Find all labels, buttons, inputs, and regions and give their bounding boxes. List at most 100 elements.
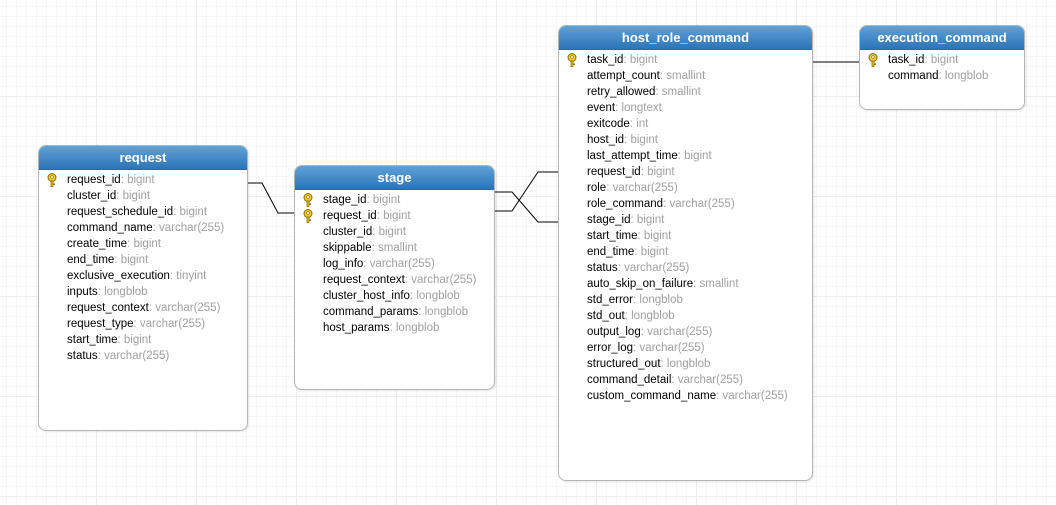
field-row[interactable]: stage_id: bigint [295, 192, 494, 208]
field-type: : bigint [116, 190, 151, 202]
field-row[interactable]: retry_allowed: smallint [559, 84, 812, 100]
field-name: structured_out [587, 358, 661, 370]
entity-title: host_role_command [559, 26, 812, 50]
field-type: : longblob [624, 310, 675, 322]
field-row[interactable]: task_id: bigint [559, 52, 812, 68]
field-type: : tinyint [169, 270, 207, 282]
field-row[interactable]: request_id: bigint [39, 172, 247, 188]
field-row[interactable]: host_params: longblob [295, 320, 494, 336]
field-row[interactable]: error_log: varchar(255) [559, 340, 812, 356]
field-row[interactable]: std_out: longblob [559, 308, 812, 324]
field-row[interactable]: request_id: bigint [295, 208, 494, 224]
field-type: : varchar(255) [152, 222, 225, 234]
field-row[interactable]: request_id: bigint [559, 164, 812, 180]
field-type: : longblob [409, 290, 460, 302]
field-row[interactable]: stage_id: bigint [559, 212, 812, 228]
field-type: : varchar(255) [148, 302, 221, 314]
field-name: status [67, 350, 98, 362]
field-row[interactable]: attempt_count: smallint [559, 68, 812, 84]
field-row[interactable]: skippable: smallint [295, 240, 494, 256]
field-type: : int [629, 118, 649, 130]
field-row[interactable]: last_attempt_time: bigint [559, 148, 812, 164]
field-row[interactable]: command: longblob [860, 68, 1024, 84]
field-row[interactable]: command_detail: varchar(255) [559, 372, 812, 388]
relation-stage-host-role-command-1 [493, 191, 559, 223]
field-row[interactable]: start_time: bigint [39, 332, 247, 348]
field-name: request_id [587, 166, 641, 178]
field-name: request_type [67, 318, 134, 330]
field-row[interactable]: cluster_id: bigint [39, 188, 247, 204]
field-row[interactable]: request_context: varchar(255) [39, 300, 247, 316]
field-row[interactable]: end_time: bigint [39, 252, 247, 268]
primary-key-icon [867, 53, 879, 67]
field-row[interactable]: log_info: varchar(255) [295, 256, 494, 272]
field-type: : varchar(255) [363, 258, 435, 270]
field-type: : bigint [117, 334, 152, 346]
field-type: : bigint [372, 226, 407, 238]
field-row[interactable]: output_log: varchar(255) [559, 324, 812, 340]
field-row[interactable]: exitcode: int [559, 116, 812, 132]
field-name: command_name [67, 222, 153, 234]
field-type: : bigint [173, 206, 208, 218]
field-type: : bigint [634, 246, 669, 258]
field-row[interactable]: task_id: bigint [860, 52, 1024, 68]
field-row[interactable]: host_id: bigint [559, 132, 812, 148]
field-name: task_id [888, 54, 925, 66]
field-row[interactable]: start_time: bigint [559, 228, 812, 244]
field-type: : smallint [655, 86, 701, 98]
field-name: retry_allowed [587, 86, 656, 98]
field-row[interactable]: command_name: varchar(255) [39, 220, 247, 236]
field-type: : varchar(255) [404, 274, 477, 286]
field-row[interactable]: role_command: varchar(255) [559, 196, 812, 212]
field-name: create_time [67, 238, 128, 250]
field-row[interactable]: request_type: varchar(255) [39, 316, 247, 332]
field-name: request_schedule_id [67, 206, 174, 218]
field-name: host_id [587, 134, 625, 146]
entity-title: execution_command [860, 26, 1024, 50]
entity-title: stage [295, 166, 494, 190]
field-row[interactable]: auto_skip_on_failure: smallint [559, 276, 812, 292]
field-row[interactable]: request_schedule_id: bigint [39, 204, 247, 220]
field-name: cluster_id [323, 226, 373, 238]
field-name: command [888, 70, 939, 82]
field-name: stage_id [323, 194, 367, 206]
field-row[interactable]: std_error: longblob [559, 292, 812, 308]
relation-stage-host-role-command-2 [493, 171, 559, 212]
field-row[interactable]: status: varchar(255) [39, 348, 247, 364]
field-type: : varchar(255) [640, 326, 713, 338]
field-type: : varchar(255) [97, 350, 170, 362]
field-type: : varchar(255) [663, 198, 735, 210]
field-type: : bigint [640, 166, 675, 178]
field-name: start_time [587, 230, 638, 242]
field-type: : longblob [97, 286, 148, 298]
field-name: attempt_count [587, 70, 660, 82]
field-type: : varchar(255) [617, 262, 690, 274]
field-row[interactable]: event: longtext [559, 100, 812, 116]
field-row[interactable]: inputs: longblob [39, 284, 247, 300]
field-row[interactable]: command_params: longblob [295, 304, 494, 320]
field-name: auto_skip_on_failure [587, 278, 694, 290]
field-name: output_log [587, 326, 641, 338]
field-row[interactable]: cluster_host_info: longblob [295, 288, 494, 304]
field-name: stage_id [587, 214, 631, 226]
field-row[interactable]: cluster_id: bigint [295, 224, 494, 240]
field-row[interactable]: status: varchar(255) [559, 260, 812, 276]
field-row[interactable]: role: varchar(255) [559, 180, 812, 196]
field-name: inputs [67, 286, 98, 298]
field-name: role_command [587, 198, 664, 210]
field-row[interactable]: create_time: bigint [39, 236, 247, 252]
field-row[interactable]: end_time: bigint [559, 244, 812, 260]
field-type: : bigint [623, 54, 658, 66]
field-row[interactable]: exclusive_execution: tinyint [39, 268, 247, 284]
field-row[interactable]: custom_command_name: varchar(255) [559, 388, 812, 404]
field-row[interactable]: request_context: varchar(255) [295, 272, 494, 288]
field-row[interactable]: structured_out: longblob [559, 356, 812, 372]
